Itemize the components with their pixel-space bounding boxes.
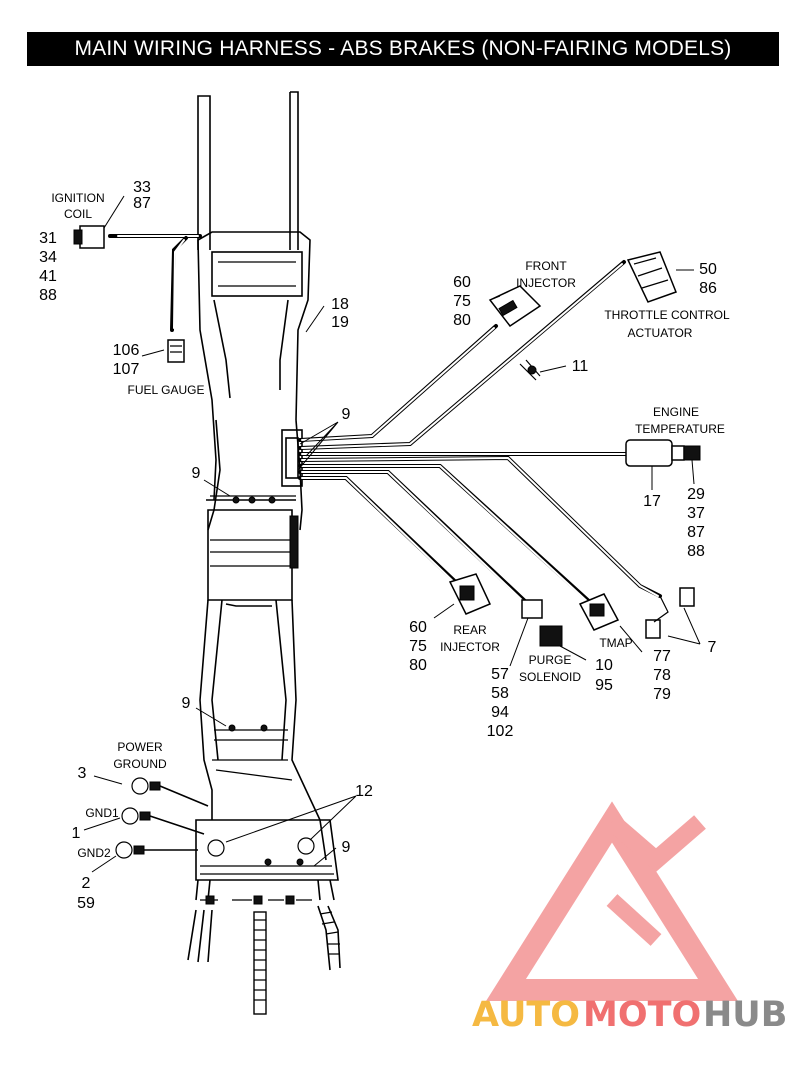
label-purge-1: PURGE <box>529 653 572 667</box>
logo-text-moto: MOTO <box>583 995 701 1035</box>
callout-88: 88 <box>39 287 57 304</box>
label-tmap: TMAP <box>599 636 632 650</box>
callout-18: 18 <box>331 296 349 313</box>
label-gnd1: GND1 <box>85 806 119 820</box>
callout-59: 59 <box>77 895 95 912</box>
diagram-title: MAIN WIRING HARNESS - ABS BRAKES (NON-FA… <box>27 32 779 66</box>
o2-connectors <box>645 587 695 639</box>
ground-terminals <box>115 777 209 859</box>
callout-58: 58 <box>491 685 509 702</box>
throttle-actuator-connector <box>626 251 677 303</box>
callout-86: 86 <box>699 280 717 297</box>
leader-lines <box>83 195 701 873</box>
callout-2: 2 <box>82 875 91 892</box>
callout-10: 10 <box>595 657 613 674</box>
engine-temp-sensor <box>625 439 701 467</box>
callout-19: 19 <box>331 314 349 331</box>
callout-78: 78 <box>653 667 671 684</box>
callout-7: 7 <box>708 639 717 656</box>
callout-87: 87 <box>133 195 151 212</box>
tmap-connector <box>578 593 620 631</box>
callout-50: 50 <box>699 261 717 278</box>
callout-88-temp: 88 <box>687 543 705 560</box>
callout-107: 107 <box>113 361 140 378</box>
label-engine-temp-2: TEMPERATURE <box>635 422 725 436</box>
callout-37: 37 <box>687 505 705 522</box>
callout-106: 106 <box>113 342 140 359</box>
callout-3: 3 <box>78 765 87 782</box>
front-injector-connector <box>488 285 542 328</box>
ignition-coil-branch <box>73 225 202 363</box>
label-gnd2: GND2 <box>77 846 111 860</box>
callout-95: 95 <box>595 677 613 694</box>
label-power-ground-2: GROUND <box>113 757 167 771</box>
callout-12: 12 <box>355 783 373 800</box>
callout-60-rear: 60 <box>409 619 427 636</box>
label-power-ground-1: POWER <box>117 740 163 754</box>
label-ignition-coil-2: COIL <box>64 207 92 221</box>
callout-31: 31 <box>39 230 57 247</box>
callout-9-upper: 9 <box>192 465 201 482</box>
callout-11: 11 <box>572 358 589 375</box>
callout-41: 41 <box>39 268 57 285</box>
callout-80-rear: 80 <box>409 657 427 674</box>
label-purge-2: SOLENOID <box>519 670 581 684</box>
logo-text-hub: HUB <box>703 995 787 1035</box>
callout-9-lower: 9 <box>182 695 191 712</box>
callout-29: 29 <box>687 486 705 503</box>
callout-87-temp: 87 <box>687 524 705 541</box>
callout-34: 34 <box>39 249 57 266</box>
logo-text-auto: AUTO <box>472 995 580 1035</box>
fuel-gauge-connector <box>167 339 185 363</box>
label-ignition-coil-1: IGNITION <box>51 191 104 205</box>
label-rear-injector-2: INJECTOR <box>440 640 500 654</box>
callout-numbers: 33 87 31 34 41 88 18 19 106 107 60 75 80… <box>39 179 717 912</box>
label-front-injector-2: INJECTOR <box>516 276 576 290</box>
purge-solenoid-connector <box>521 599 563 647</box>
callout-60-front: 60 <box>453 274 471 291</box>
callout-94: 94 <box>491 704 509 721</box>
callout-1: 1 <box>72 825 81 842</box>
label-throttle-1: THROTTLE CONTROL <box>604 308 730 322</box>
callout-102: 102 <box>487 723 514 740</box>
callout-9-junction: 9 <box>342 406 351 423</box>
rear-injector-connector <box>448 573 492 615</box>
callout-9-bottom: 9 <box>342 839 351 856</box>
harness-branches <box>298 260 662 606</box>
callout-75-front: 75 <box>453 293 471 310</box>
clip-11 <box>519 359 541 381</box>
callout-77: 77 <box>653 648 671 665</box>
callout-57: 57 <box>491 666 509 683</box>
callout-33: 33 <box>133 179 151 196</box>
label-throttle-2: ACTUATOR <box>628 326 693 340</box>
callout-79: 79 <box>653 686 671 703</box>
label-fuel-gauge: FUEL GAUGE <box>128 383 205 397</box>
label-front-injector-1: FRONT <box>525 259 567 273</box>
label-engine-temp-1: ENGINE <box>653 405 699 419</box>
callout-75-rear: 75 <box>409 638 427 655</box>
harness-frame <box>187 91 341 1015</box>
callout-17: 17 <box>643 493 661 510</box>
label-rear-injector-1: REAR <box>453 623 487 637</box>
automotohub-logo: AUTO MOTO HUB <box>472 801 787 1035</box>
callout-80-front: 80 <box>453 312 471 329</box>
component-labels: IGNITION COIL FRONT INJECTOR THROTTLE CO… <box>51 191 730 860</box>
